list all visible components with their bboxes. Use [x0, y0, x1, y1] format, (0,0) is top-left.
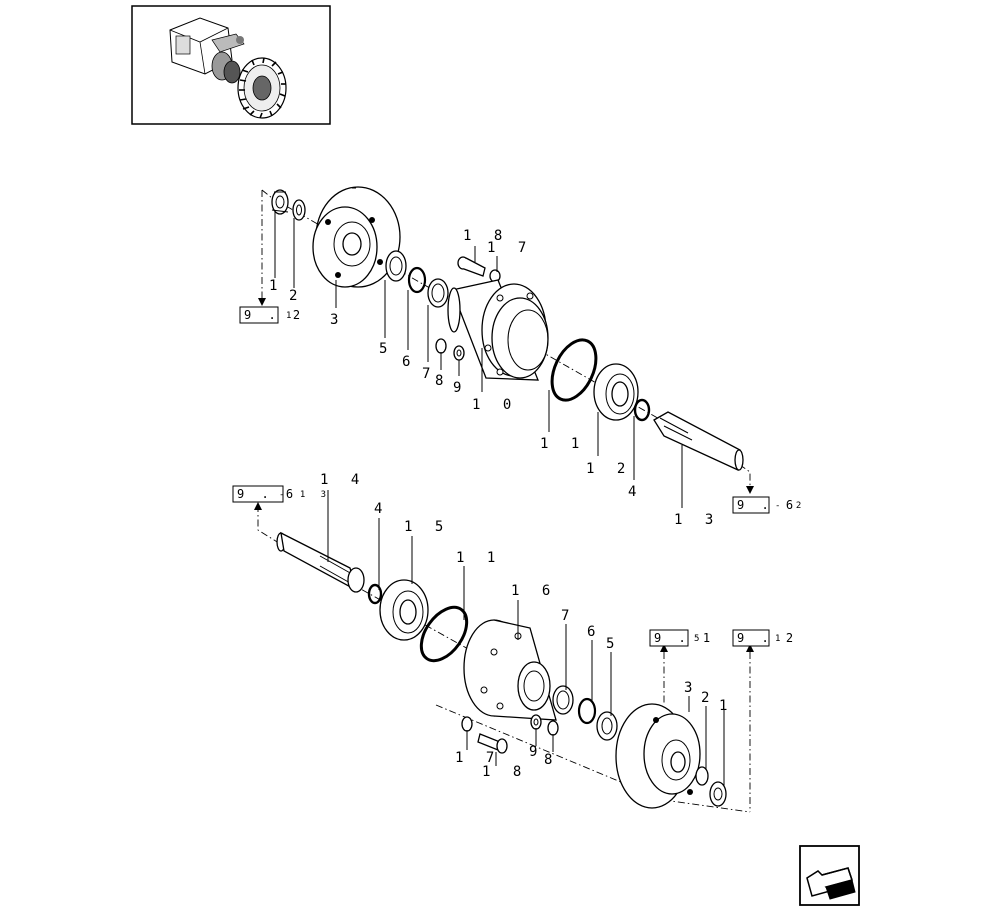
part-18-bottom-bolt[interactable]	[477, 733, 508, 754]
part-10-hub-housing[interactable]	[447, 279, 549, 381]
part-5-bearing[interactable]	[385, 250, 407, 282]
top-leader-lines	[274, 210, 683, 508]
label-top-4: 4	[628, 484, 643, 500]
part-7-bearing[interactable]	[427, 278, 449, 308]
label-bottom-14: 1 4	[320, 472, 366, 488]
ref-box-top-right[interactable]: 9 . 6 - 2	[732, 496, 806, 514]
part-1-bottom-nut[interactable]	[709, 781, 727, 807]
part-16-hub-housing[interactable]	[463, 619, 557, 721]
label-top-13: 1 3	[674, 512, 720, 528]
label-bottom-9: 9	[529, 744, 544, 760]
label-top-8: 8	[435, 373, 450, 389]
label-top-11: 1 1	[540, 436, 586, 452]
label-top-3: 3	[330, 312, 345, 328]
part-3-bottom-flange[interactable]	[615, 703, 701, 809]
label-top-6: 6	[402, 354, 417, 370]
part-11-o-ring[interactable]	[543, 333, 604, 407]
label-top-17: 1 7	[487, 240, 533, 256]
svg-text:1: 1	[775, 634, 785, 644]
label-bottom-2: 2	[701, 690, 716, 706]
svg-text:1: 1	[286, 311, 296, 321]
label-top-5: 5	[379, 341, 394, 357]
label-bottom-7: 7	[561, 608, 576, 624]
ref-box-bottom-left[interactable]: 9 . 6 - 1 3	[232, 485, 331, 503]
tractor-axle-thumbnail-icon	[169, 17, 287, 119]
part-3-flange[interactable]	[312, 186, 401, 288]
part-4-bottom-circlip[interactable]	[367, 583, 383, 605]
part-6-bottom-circlip[interactable]	[577, 697, 597, 725]
label-top-18: 1 8	[463, 228, 509, 244]
part-7-bottom-bearing[interactable]	[552, 685, 574, 715]
ref-box-bottom-right[interactable]: 9 . 2 1	[732, 629, 798, 647]
svg-text:9 . 6: 9 . 6	[737, 498, 798, 512]
part-8-nut[interactable]	[435, 338, 447, 354]
part-15-bearing[interactable]	[379, 579, 429, 641]
part-1-castle-nut[interactable]	[271, 189, 289, 215]
part-12-bearing[interactable]	[593, 363, 639, 421]
label-bottom-11: 1 1	[456, 550, 502, 566]
part-13-shaft[interactable]	[653, 411, 744, 471]
svg-text:9 . 2: 9 . 2	[737, 631, 798, 645]
label-top-10: 1 0	[472, 397, 518, 413]
part-18-bolt[interactable]	[457, 256, 486, 277]
label-bottom-6: 6	[587, 624, 602, 640]
ref-box-top-left[interactable]: 9 . 2 1	[239, 306, 305, 324]
next-page-arrow-icon	[806, 867, 856, 900]
part-4-circlip[interactable]	[633, 398, 651, 422]
part-2-lock-washer[interactable]	[292, 199, 306, 221]
part-8-bottom-nut[interactable]	[547, 720, 559, 736]
svg-text:9 . 1: 9 . 1	[654, 631, 715, 645]
label-bottom-16: 1 6	[511, 583, 557, 599]
svg-text:9 . 2: 9 . 2	[244, 308, 305, 322]
ref-box-bottom-mid[interactable]: 9 . 1 5	[649, 629, 715, 647]
part-6-circlip[interactable]	[407, 266, 427, 294]
label-top-9: 9	[453, 380, 468, 396]
label-bottom-15: 1 5	[404, 519, 450, 535]
bottom-leader-lines	[327, 490, 725, 786]
thumbnail-frame[interactable]	[131, 5, 331, 125]
svg-text:- 1 3: - 1 3	[279, 490, 331, 500]
label-bottom-17: 1 7	[455, 750, 501, 766]
part-9-washer[interactable]	[453, 345, 465, 361]
svg-text:5: 5	[694, 634, 704, 644]
part-11-bottom-o-ring[interactable]	[412, 599, 476, 669]
label-top-1: 1	[269, 278, 284, 294]
svg-text:- 2: - 2	[775, 501, 806, 511]
part-5-bottom-spacer[interactable]	[596, 711, 618, 741]
label-bottom-1: 1	[719, 698, 734, 714]
part-14-shaft[interactable]	[276, 531, 365, 593]
part-2-bottom-washer[interactable]	[695, 766, 709, 786]
label-bottom-3: 3	[684, 680, 699, 696]
label-top-7: 7	[422, 366, 437, 382]
label-bottom-18: 1 8	[482, 764, 528, 780]
label-top-2: 2	[289, 288, 304, 304]
svg-text:9 . 6: 9 . 6	[237, 487, 298, 501]
label-top-12: 1 2	[586, 461, 632, 477]
label-bottom-5: 5	[606, 636, 621, 652]
label-bottom-8: 8	[544, 752, 559, 768]
next-page-button[interactable]	[799, 845, 860, 906]
part-17-bottom-washer[interactable]	[461, 716, 473, 732]
label-bottom-4: 4	[374, 501, 389, 517]
part-9-bottom-washer[interactable]	[530, 714, 542, 730]
